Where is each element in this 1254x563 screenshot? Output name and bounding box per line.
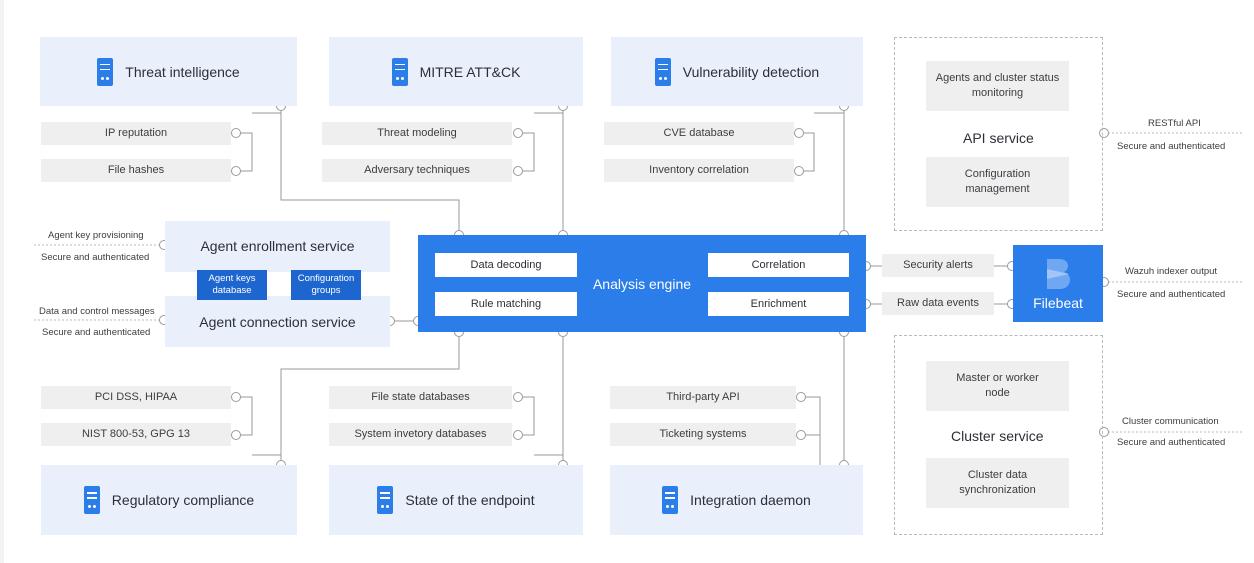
enrichment: Enrichment (708, 292, 849, 316)
item-file-hashes: File hashes (41, 159, 231, 182)
item-inventory-correlation: Inventory correlation (604, 159, 794, 182)
server-icon (662, 486, 679, 514)
agent-connection-service: Agent connection service (165, 296, 390, 347)
item-third-party-api: Third-party API (610, 386, 796, 409)
configuration-management: Configuration management (926, 157, 1069, 207)
master-worker-node: Master or worker node (926, 361, 1069, 411)
module-label: Regulatory compliance (111, 492, 255, 508)
item-pci-hipaa: PCI DSS, HIPAA (41, 386, 231, 409)
agent-keys-database: Agent keys database (197, 270, 267, 300)
configuration-groups: Configuration groups (291, 270, 361, 300)
server-icon (83, 486, 100, 514)
analysis-engine-title: Analysis engine (592, 275, 692, 292)
api-service-title: API service (963, 130, 1034, 146)
label-wazuh-indexer-output: Wazuh indexer output (1125, 266, 1218, 277)
label-secure-authenticated: Secure and authenticated (1117, 141, 1226, 152)
item-ip-reputation: IP reputation (41, 122, 231, 145)
label-secure-authenticated: Secure and authenticated (1117, 437, 1226, 448)
server-icon (391, 57, 408, 86)
module-label: MITRE ATT&CK (419, 63, 521, 80)
label-secure-authenticated: Secure and authenticated (42, 327, 151, 338)
analysis-engine: Analysis engine (418, 235, 866, 332)
module-label: State of the endpoint (405, 492, 535, 508)
filebeat-label: Filebeat (1033, 294, 1083, 311)
server-icon (377, 486, 394, 514)
module-endpoint: State of the endpoint (329, 465, 583, 535)
cluster-service-title: Cluster service (951, 428, 1044, 444)
label-cluster-communication: Cluster communication (1122, 416, 1219, 427)
label-secure-authenticated: Secure and authenticated (41, 252, 150, 263)
agent-enrollment-service: Agent enrollment service (165, 221, 390, 272)
label-secure-authenticated: Secure and authenticated (1117, 289, 1226, 300)
label-agent-key-provisioning: Agent key provisioning (48, 230, 144, 241)
item-threat-modeling: Threat modeling (322, 122, 512, 145)
module-integration: Integration daemon (610, 465, 863, 535)
raw-data-events: Raw data events (882, 292, 994, 315)
label-restful-api: RESTful API (1148, 118, 1201, 129)
item-cve-database: CVE database (604, 122, 794, 145)
item-adversary-techniques: Adversary techniques (322, 159, 512, 182)
data-decoding: Data decoding (435, 253, 577, 277)
module-vulnerability: Vulnerability detection (611, 37, 863, 106)
item-nist: NIST 800-53, GPG 13 (41, 423, 231, 446)
security-alerts: Security alerts (882, 254, 994, 277)
module-label: Integration daemon (690, 492, 811, 508)
item-ticketing-systems: Ticketing systems (610, 423, 796, 446)
rule-matching: Rule matching (435, 292, 577, 316)
server-icon (654, 57, 671, 86)
item-system-inventory-databases: System invetory databases (329, 423, 512, 446)
label-data-control-messages: Data and control messages (39, 306, 155, 317)
module-threat-intelligence: Threat intelligence (40, 37, 297, 106)
module-label: Threat intelligence (125, 63, 240, 80)
api-service-container (894, 37, 1103, 231)
cluster-data-sync: Cluster data synchronization (926, 458, 1069, 508)
filebeat-logo-icon (1047, 258, 1070, 289)
agents-cluster-monitoring: Agents and cluster status monitoring (926, 61, 1069, 111)
item-file-state-databases: File state databases (329, 386, 512, 409)
correlation: Correlation (708, 253, 849, 277)
filebeat: Filebeat (1013, 245, 1103, 322)
module-mitre: MITRE ATT&CK (329, 37, 583, 106)
server-icon (97, 57, 114, 86)
module-regulatory: Regulatory compliance (41, 465, 297, 535)
cluster-service-container (894, 335, 1103, 535)
module-label: Vulnerability detection (682, 63, 820, 80)
